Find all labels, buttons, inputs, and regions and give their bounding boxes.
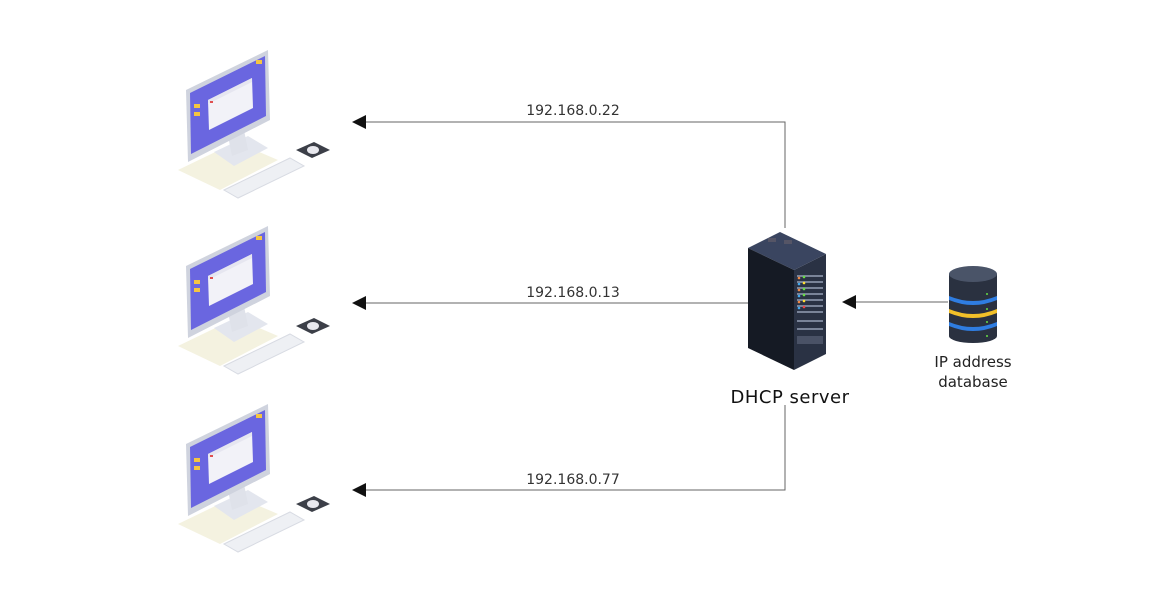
arrowhead-icon	[352, 296, 366, 310]
ip-label-3: 192.168.0.77	[526, 472, 620, 488]
client-computer-1	[177, 49, 331, 199]
database-label-line1: IP address	[934, 353, 1011, 371]
server-rack-icon	[748, 232, 826, 370]
connector-2	[352, 296, 748, 310]
connector-3	[352, 405, 786, 497]
ip-label-2: 192.168.0.13	[526, 285, 620, 301]
client-computer-3	[177, 403, 331, 553]
arrowhead-icon	[352, 115, 366, 129]
client-computer-2	[177, 225, 331, 375]
database-label-line2: database	[938, 373, 1008, 391]
server-label: DHCP server	[730, 387, 849, 408]
database-icon	[949, 266, 997, 343]
ip-label-1: 192.168.0.22	[526, 103, 620, 119]
connector-db	[842, 295, 948, 309]
connector-1	[352, 115, 786, 228]
arrowhead-icon	[842, 295, 856, 309]
arrowhead-icon	[352, 483, 366, 497]
